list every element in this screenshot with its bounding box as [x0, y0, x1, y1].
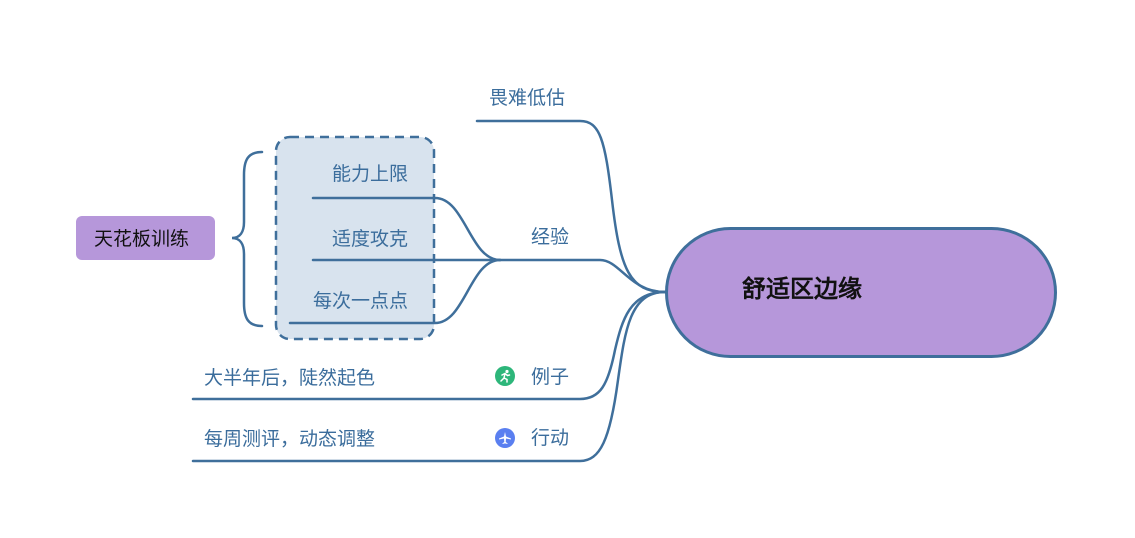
branch-label-jingyan[interactable]: 经验 [531, 226, 570, 248]
leaf-example[interactable]: 大半年后，陡然起色 [204, 367, 376, 389]
summary-brace [231, 150, 264, 328]
connector-jingyan [498, 258, 667, 294]
branch-label-xingdong[interactable]: 行动 [531, 427, 570, 449]
leaf-action[interactable]: 每周测评，动态调整 [204, 428, 376, 450]
connector-little [288, 258, 502, 325]
branch-label-weinan[interactable]: 畏难低估 [489, 87, 566, 109]
boundary-box [274, 135, 436, 341]
summary-label: 天花板训练 [94, 228, 190, 250]
root-node[interactable] [665, 227, 1057, 358]
airplane-icon [495, 428, 515, 448]
connector-xingdong [191, 290, 667, 463]
sub-item-capacity[interactable]: 能力上限 [331, 163, 408, 185]
sub-item-moderate[interactable]: 适度攻克 [331, 228, 408, 250]
connector-lizi [191, 290, 667, 401]
root-label: 舒适区边缘 [742, 275, 862, 303]
running-person-icon [495, 366, 515, 386]
connector-capacity [311, 196, 502, 262]
branch-label-lizi[interactable]: 例子 [531, 366, 570, 388]
summary-node[interactable] [76, 216, 215, 260]
sub-item-little[interactable]: 每次一点点 [312, 290, 408, 312]
connector-weinan [475, 119, 667, 294]
